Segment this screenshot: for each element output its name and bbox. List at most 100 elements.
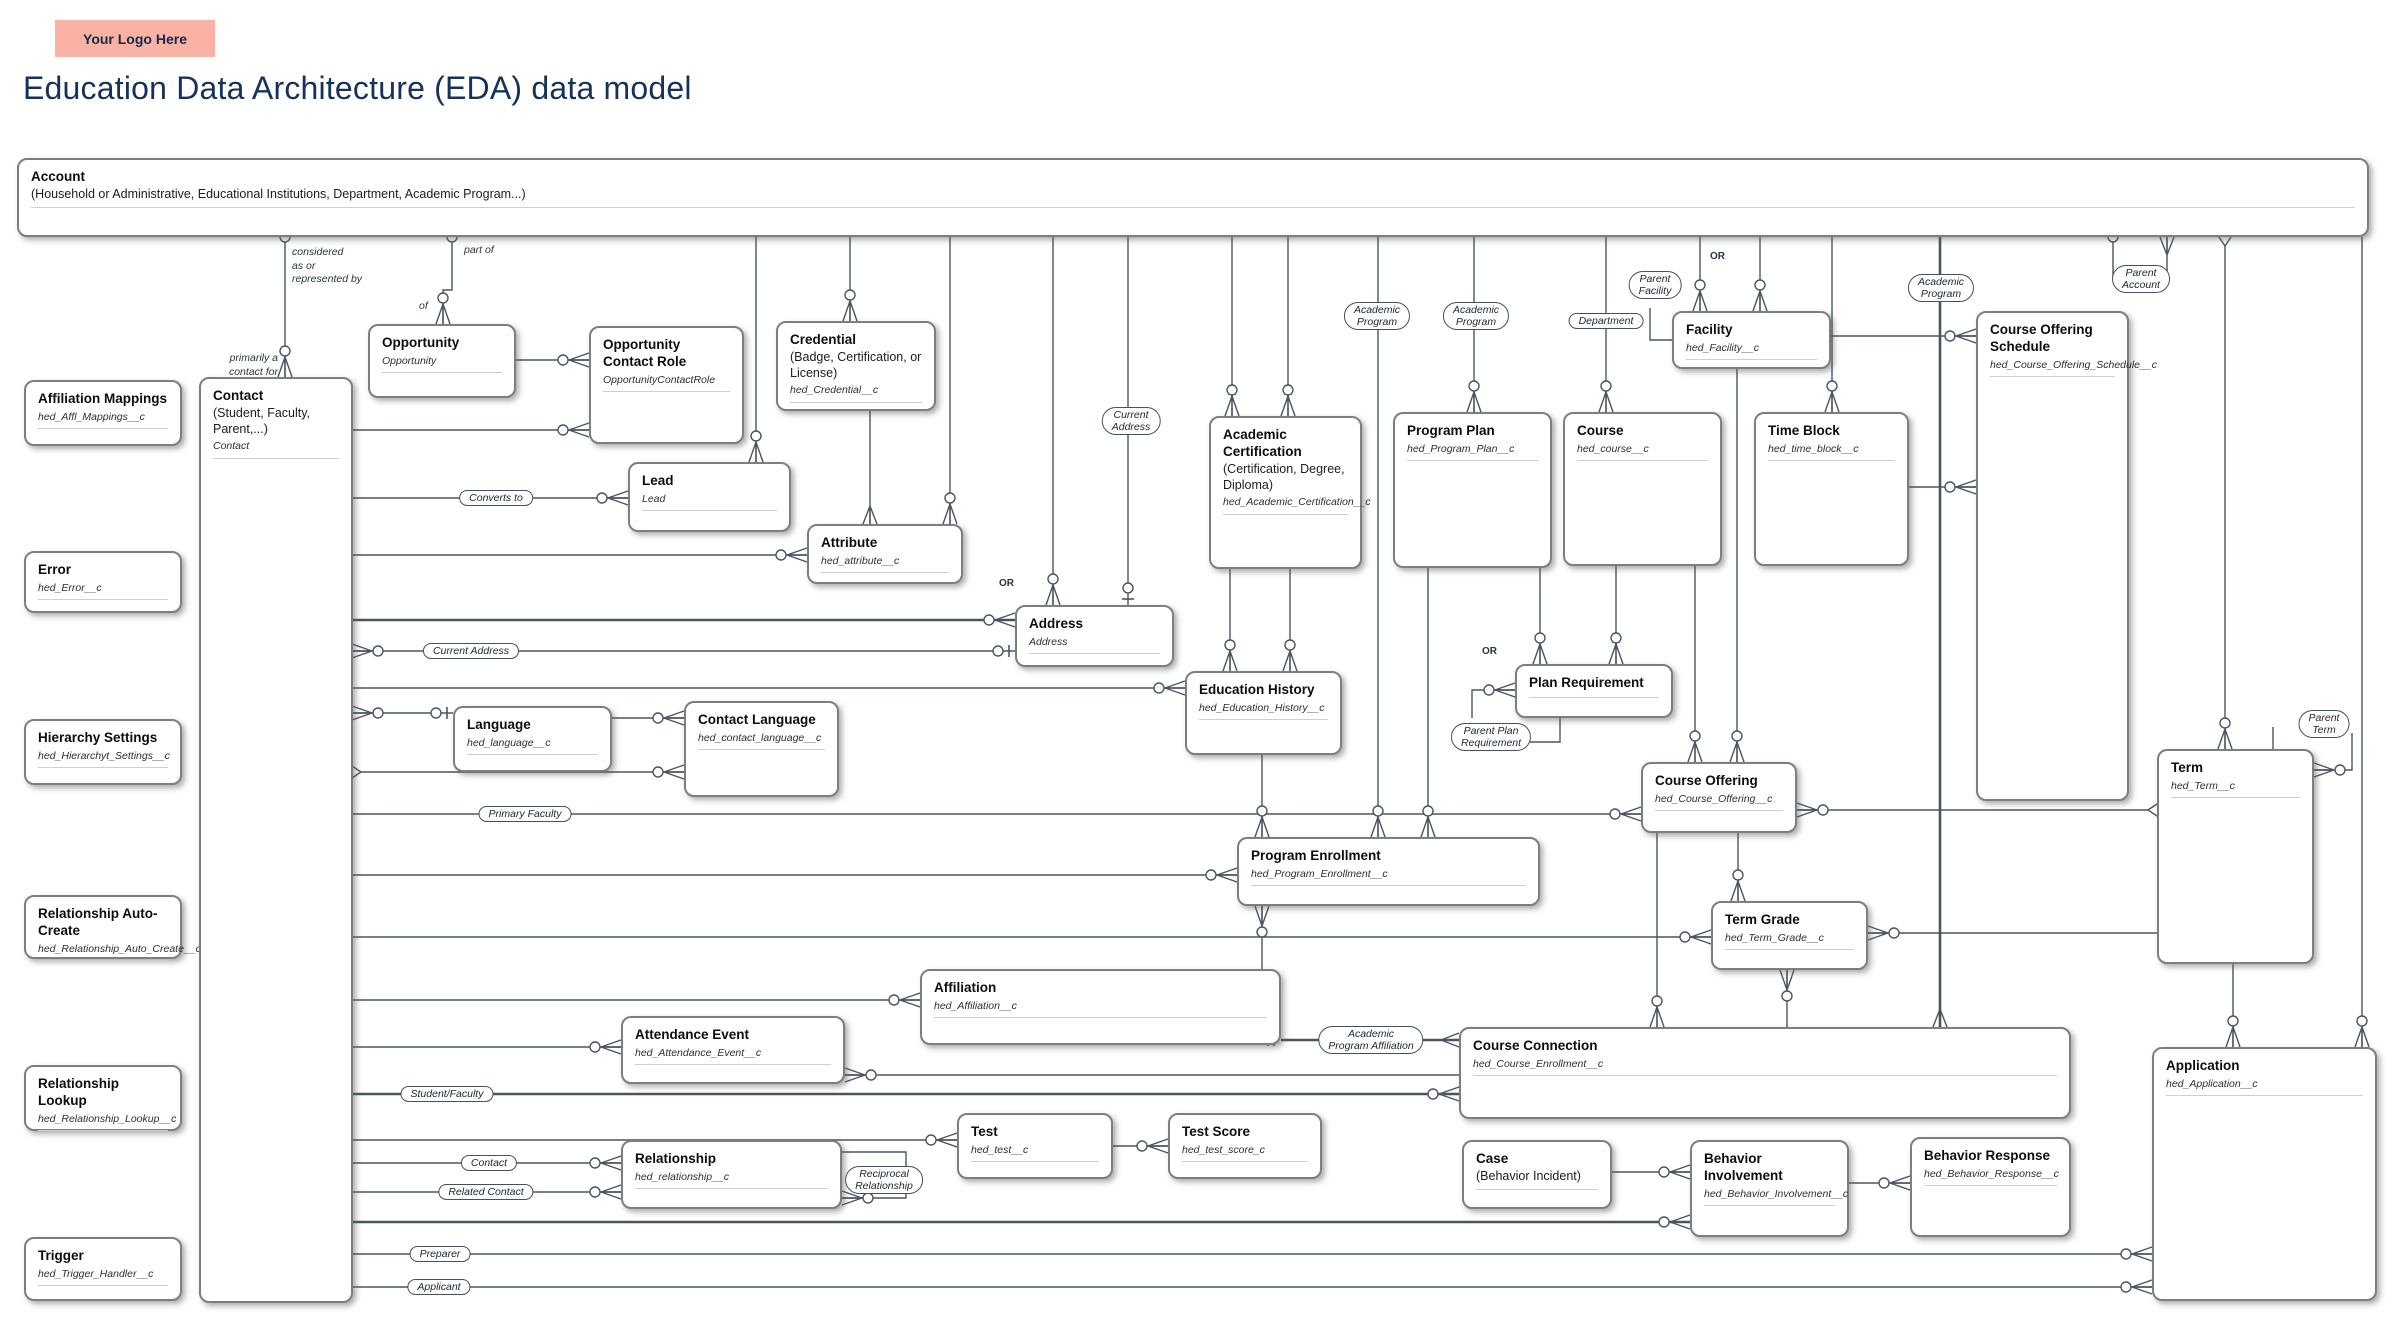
entity-divider xyxy=(971,1161,1099,1163)
entity-description: (Behavior Incident) xyxy=(1476,1168,1581,1183)
entity-title: Time Block xyxy=(1768,423,1840,438)
entity-divider xyxy=(635,1064,831,1066)
oval-applicant: Applicant xyxy=(407,1278,471,1296)
oval-preparer: Preparer xyxy=(409,1245,471,1263)
entity-divider xyxy=(1029,653,1160,655)
entity-divider xyxy=(1686,359,1817,361)
entity-api-name: hed_Course_Offering__c xyxy=(1655,792,1773,805)
oval-academic-program-2: Academic Program xyxy=(1442,301,1510,331)
entity-divider xyxy=(934,1017,1267,1019)
label-primarily-contact-for: primarily a contact for xyxy=(228,352,278,378)
entity-test-score: Test Score hed_test_score_c xyxy=(1168,1113,1322,1179)
entity-divider xyxy=(31,207,2355,209)
entity-academic-certification: Academic Certification (Certification, D… xyxy=(1209,416,1371,569)
entity-course: Course hed_course__c xyxy=(1563,412,1722,566)
entity-title: Contact xyxy=(213,388,264,403)
entity-affiliation: Affiliation hed_Affiliation__c xyxy=(920,969,1281,1045)
entity-divider xyxy=(1182,1161,1308,1163)
entity-api-name: hed_Error__c xyxy=(38,581,102,594)
entity-divider xyxy=(467,754,598,756)
entity-api-name: hed_Course_Offering_Schedule__c xyxy=(1990,358,2157,371)
entity-divider xyxy=(1577,460,1708,462)
entity-api-name: Contact xyxy=(213,440,250,453)
entity-divider xyxy=(213,457,339,459)
entity-program-enrollment: Program Enrollment hed_Program_Enrollmen… xyxy=(1237,837,1540,906)
entity-divider xyxy=(2166,1095,2363,1097)
entity-term: Term hed_Term__c xyxy=(2157,749,2314,964)
entity-affiliation-mappings: Affiliation Mappings hed_Affl_Mappings__… xyxy=(24,380,182,446)
entity-title: Lead xyxy=(642,473,674,488)
entity-title: Attribute xyxy=(821,535,878,550)
entity-lead: Lead Lead xyxy=(628,462,791,532)
entity-title: Affiliation xyxy=(934,980,997,995)
label-or-plan-requirement: OR xyxy=(1482,646,1497,657)
entity-relationship: Relationship hed_relationship__c xyxy=(621,1140,842,1209)
entity-api-name: OpportunityContactRole xyxy=(603,373,716,386)
entity-api-name: hed_Program_Enrollment__c xyxy=(1251,867,1388,880)
page-title: Education Data Architecture (EDA) data m… xyxy=(23,70,692,106)
entity-divider xyxy=(790,401,922,403)
entity-divider xyxy=(382,372,502,374)
entity-title: Behavior Response xyxy=(1924,1148,2051,1163)
entity-title: Opportunity xyxy=(382,335,460,350)
entity-title: Affiliation Mappings xyxy=(38,391,167,406)
entity-title: Test xyxy=(971,1124,998,1139)
entity-divider xyxy=(698,749,825,751)
entity-relationship-lookup: Relationship Lookup hed_Relationship_Loo… xyxy=(24,1065,182,1132)
entity-title: Error xyxy=(38,562,72,577)
entity-api-name: hed_Term_Grade__c xyxy=(1725,931,1824,944)
entity-api-name: hed_contact_language__c xyxy=(698,731,822,744)
entity-api-name: hed_Affl_Mappings__c xyxy=(38,410,145,423)
entity-title: Academic Certification xyxy=(1223,427,1302,459)
entity-divider xyxy=(1655,810,1783,812)
entity-address: Address Address xyxy=(1015,605,1174,667)
edge-69 xyxy=(2313,733,2353,778)
entity-divider xyxy=(1473,1075,2057,1077)
entity-api-name: hed_Credential__c xyxy=(790,384,879,397)
oval-academic-program-3: Academic Program xyxy=(1907,273,1975,303)
entity-title: Relationship Auto-Create xyxy=(38,906,158,938)
entity-title: Relationship xyxy=(635,1151,717,1166)
oval-current-address-1: Current Address xyxy=(422,642,520,660)
entity-api-name: hed_Facility__c xyxy=(1686,341,1759,354)
oval-department: Department xyxy=(1568,312,1644,330)
edge-49 xyxy=(1649,308,1686,346)
entity-api-name: hed_Term__c xyxy=(2171,779,2235,792)
entity-title: Attendance Event xyxy=(635,1027,750,1042)
oval-parent-facility: Parent Facility xyxy=(1628,270,1682,300)
entity-api-name: hed_Affiliation__c xyxy=(934,999,1017,1012)
entity-divider xyxy=(1768,460,1895,462)
entity-account: Account (Household or Administrative, Ed… xyxy=(17,158,2369,237)
entity-api-name: hed_time_block__c xyxy=(1768,442,1859,455)
oval-student-faculty: Student/Faculty xyxy=(400,1085,494,1103)
entity-divider xyxy=(1251,885,1526,887)
entity-term-grade: Term Grade hed_Term_Grade__c xyxy=(1711,901,1868,970)
entity-api-name: hed_Course_Enrollment__c xyxy=(1473,1057,1604,1070)
entity-api-name: hed_relationship__c xyxy=(635,1170,729,1183)
entity-title: Plan Requirement xyxy=(1529,675,1644,690)
entity-api-name: Address xyxy=(1029,635,1068,648)
entity-description: (Student, Faculty, Parent,...) xyxy=(213,405,311,437)
entity-api-name: hed_test__c xyxy=(971,1143,1029,1156)
entity-facility: Facility hed_Facility__c xyxy=(1672,311,1831,369)
entity-plan-requirement: Plan Requirement xyxy=(1515,664,1673,718)
entity-divider xyxy=(38,1130,168,1132)
entity-api-name: hed_Attendance_Event__c xyxy=(635,1046,762,1059)
entity-error: Error hed_Error__c xyxy=(24,551,182,613)
logo-placeholder: Your Logo Here xyxy=(55,20,215,57)
oval-converts-to: Converts to xyxy=(459,489,533,507)
label-considered-as: considered as or represented by xyxy=(292,246,363,286)
entity-title: Opportunity Contact Role xyxy=(603,337,687,369)
entity-title: Behavior Involvement xyxy=(1704,1151,1783,1183)
entity-description: (Certification, Degree, Diploma) xyxy=(1223,461,1345,492)
entity-title: Trigger xyxy=(38,1248,84,1263)
entity-opportunity: Opportunity Opportunity xyxy=(368,324,516,398)
entity-api-name: hed_Education_History__c xyxy=(1199,701,1325,714)
entity-title: Contact Language xyxy=(698,712,816,727)
entity-api-name: hed_Relationship_Auto_Create__c xyxy=(38,942,201,955)
entity-title: Program Enrollment xyxy=(1251,848,1381,863)
entity-api-name: hed_Application__c xyxy=(2166,1077,2258,1090)
entity-divider xyxy=(38,960,168,962)
entity-title: Term xyxy=(2171,760,2204,775)
